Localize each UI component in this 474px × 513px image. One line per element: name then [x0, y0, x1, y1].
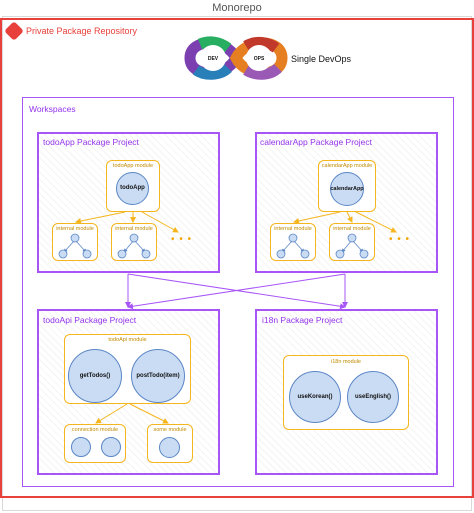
calendarapp-project-label: calendarApp Package Project [260, 137, 372, 147]
monorepo-title: Monorepo [212, 2, 262, 14]
some-module-node [159, 437, 180, 458]
devops-dev-label: DEV [208, 56, 219, 62]
todoapi-project-label: todoApi Package Project [43, 315, 137, 325]
single-devops-label: Single DevOps [291, 54, 352, 64]
gettodos-node: getTodos() [68, 349, 122, 403]
module-arrows [75, 211, 397, 424]
usekorean-node: useKorean() [289, 371, 341, 423]
posttodo-node: postTodo(item) [131, 349, 185, 403]
devops-ops-label: OPS [254, 56, 265, 62]
workspaces-frame [22, 97, 454, 487]
i18n-module-label: i18n module [331, 359, 361, 365]
todoapp-more-dots: • • • [171, 234, 193, 245]
connection-node-2 [101, 437, 121, 457]
todoapp-internal-module-1-label: internal module [56, 226, 94, 232]
useenglish-node: useEnglish() [347, 371, 399, 423]
todoapi-module-label: todoApi module [108, 337, 147, 343]
todoapp-node: todoApp [116, 172, 149, 205]
i18n-project-label: i18n Package Project [262, 315, 343, 325]
calendarapp-internal-module-1-label: internal module [274, 226, 312, 232]
calendarapp-module-label: calendarApp module [321, 163, 373, 169]
todoapp-internal-module-2-label: internal module [115, 226, 153, 232]
monorepo-frame [2, 16, 472, 511]
connection-node-1 [71, 437, 91, 457]
connection-module-label: connection module [71, 427, 119, 433]
repo-label: Private Package Repository [26, 26, 138, 36]
calendarapp-more-dots: • • • [389, 234, 411, 245]
workspaces-label: Workspaces [29, 104, 76, 114]
internal-graphs [58, 233, 369, 259]
todoapp-project-label: todoApp Package Project [43, 137, 139, 147]
devops-infinity-icon [184, 36, 288, 80]
calendarapp-node: calendarApp [330, 172, 364, 206]
todoapp-module-label: todoApp module [112, 163, 154, 169]
dependency-arrows [125, 273, 348, 310]
calendarapp-internal-module-2-label: internal module [333, 226, 371, 232]
private-package-repository-frame [0, 18, 474, 498]
some-module-label: some module [153, 427, 187, 433]
